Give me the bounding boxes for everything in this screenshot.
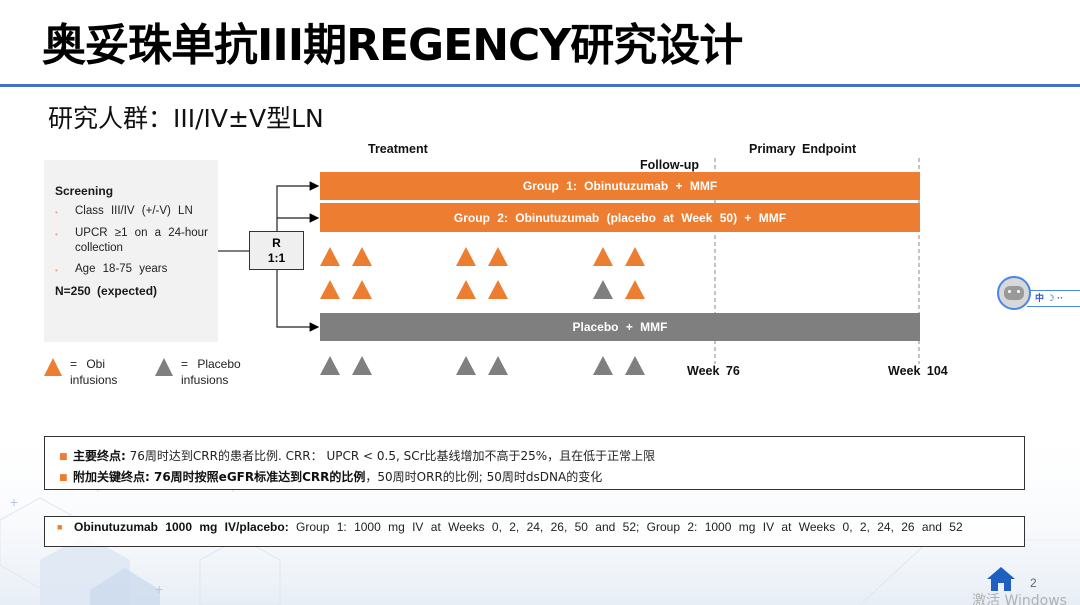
endpoints-box: ■主要终点: 76周时达到CRR的患者比例. CRR： UPCR < 0.5, … xyxy=(44,436,1025,490)
obi-infusion-triangle xyxy=(320,247,340,266)
assistant-toolbar[interactable]: 中 ☽ ·· xyxy=(1027,290,1080,307)
obi-triangle-icon xyxy=(44,358,62,376)
placebo-infusion-triangle xyxy=(320,356,340,375)
page-number: 2 xyxy=(1030,576,1037,590)
study-population-heading: 研究人群：III/IV±V型LN xyxy=(48,104,324,133)
sample-size: N=250 (expected) xyxy=(55,284,158,298)
dosing-box: ■ Obinutuzumab 1000 mg IV/placebo: Group… xyxy=(44,516,1025,547)
placebo-infusion-triangle xyxy=(488,356,508,375)
bullet-icon: • xyxy=(55,230,58,239)
randomization-label: R xyxy=(272,236,281,250)
treatment-label: Treatment xyxy=(368,142,428,156)
screening-criterion: • Age 18-75 years xyxy=(55,262,210,278)
activation-watermark: 激活 Windows xyxy=(972,593,1067,605)
title-divider xyxy=(0,84,1080,87)
legend-placebo: = Placebo infusions xyxy=(155,356,241,388)
screening-criterion: • Class III/IV (+/-V) LN xyxy=(55,204,210,220)
home-icon[interactable] xyxy=(986,566,1016,592)
week104-label: Week 104 xyxy=(888,364,948,378)
screening-box: Screening • Class III/IV (+/-V) LN • UPC… xyxy=(44,160,218,342)
placebo-triangle-icon xyxy=(155,358,173,376)
placebo-infusion-triangle xyxy=(593,356,613,375)
bullet-icon: ■ xyxy=(59,452,68,462)
bullet-icon: ■ xyxy=(59,473,68,483)
arrow-to-placebo xyxy=(276,270,320,332)
randomization-box: R 1:1 xyxy=(249,231,304,270)
legend-obi: = Obi infusions xyxy=(44,356,117,388)
obi-infusion-triangle xyxy=(352,280,372,299)
primary-endpoint-label: Primary Endpoint xyxy=(749,142,857,156)
randomization-ratio: 1:1 xyxy=(267,251,286,265)
bullet-icon: ■ xyxy=(57,522,63,532)
obi-infusion-triangle xyxy=(593,247,613,266)
svg-text:+: + xyxy=(95,485,101,496)
obi-infusion-triangle xyxy=(456,247,476,266)
infusion-markers xyxy=(320,247,645,375)
svg-text:+: + xyxy=(10,494,18,510)
obi-infusion-triangle xyxy=(320,280,340,299)
arm-bar-placebo: Placebo + MMF xyxy=(320,313,920,341)
placebo-infusion-triangle xyxy=(352,356,372,375)
bullet-icon: • xyxy=(55,266,58,275)
placebo-infusion-triangle xyxy=(593,280,613,299)
arm-bar-group1: Group 1: Obinutuzumab + MMF xyxy=(320,172,920,200)
week76-label: Week 76 xyxy=(687,364,740,378)
screening-criterion: • UPCR ≥1 on a 24-hour collection xyxy=(55,227,208,254)
svg-text:+: + xyxy=(230,485,236,496)
placebo-infusion-triangle xyxy=(625,356,645,375)
secondary-endpoint-row: ■附加关键终点: 76周时按照eGFR标准达到CRR的比例，50周时ORR的比例… xyxy=(59,467,1024,488)
assistant-avatar-icon[interactable] xyxy=(997,276,1031,310)
obi-infusion-triangle xyxy=(625,247,645,266)
svg-text:+: + xyxy=(155,581,163,597)
obi-infusion-triangle xyxy=(456,280,476,299)
primary-endpoint-row: ■主要终点: 76周时达到CRR的患者比例. CRR： UPCR < 0.5, … xyxy=(59,446,1024,467)
screening-title: Screening xyxy=(55,184,114,198)
placebo-infusion-triangle xyxy=(456,356,476,375)
arrow-to-group1 xyxy=(276,181,320,231)
bullet-icon: • xyxy=(55,208,58,217)
follow-up-label: Follow-up xyxy=(640,158,700,172)
slide-title: 奥妥珠单抗III期REGENCY研究设计 xyxy=(42,20,743,71)
arm-bar-group2: Group 2: Obinutuzumab (placebo at Week 5… xyxy=(320,203,920,232)
obi-infusion-triangle xyxy=(625,280,645,299)
dosing-row: ■ Obinutuzumab 1000 mg IV/placebo: Group… xyxy=(57,520,963,534)
obi-infusion-triangle xyxy=(352,247,372,266)
obi-infusion-triangle xyxy=(488,247,508,266)
obi-infusion-triangle xyxy=(488,280,508,299)
